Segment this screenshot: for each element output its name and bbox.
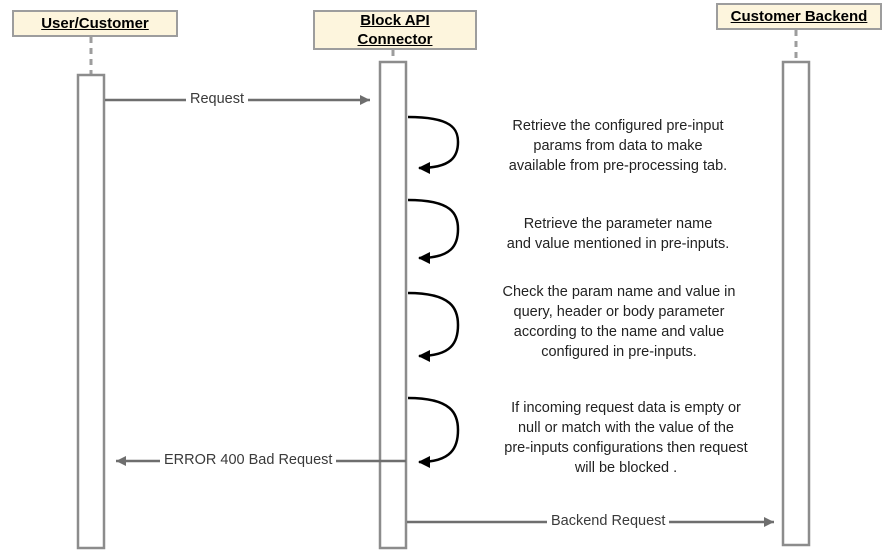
self-loop-check-param-name-value[interactable]	[407, 291, 460, 362]
lifeline-header-user[interactable]: User/Customer	[12, 10, 178, 37]
self-message-label-retrieve-preinput-params: Retrieve the configured pre-input params…	[508, 118, 728, 174]
activation-bar-group	[76, 60, 811, 550]
self-loop-retrieve-parameter-name[interactable]	[407, 198, 460, 264]
lifeline-title-backend: Customer Backend	[730, 8, 868, 25]
lifeline-header-backend[interactable]: Customer Backend	[716, 3, 882, 30]
message-label-request: Request	[186, 91, 249, 108]
lifeline-dash-group	[89, 30, 798, 76]
lifeline-title-user: User/Customer	[41, 15, 149, 32]
message-label-backend-request: Backend Request	[547, 513, 670, 530]
lifeline-header-connector[interactable]: Block API Connector	[313, 10, 477, 50]
self-loop-retrieve-preinput-params[interactable]	[407, 115, 460, 174]
self-message-label-check-param-name-value: Check the param name and value in query,…	[502, 284, 736, 360]
self-loop-block-request-condition[interactable]	[407, 396, 460, 468]
lifeline-title-connector: Block API Connector	[357, 12, 433, 48]
message-label-error-400-bad-request: ERROR 400 Bad Request	[160, 452, 337, 469]
self-message-loop-group	[407, 115, 460, 468]
activation-bar-user	[76, 73, 106, 550]
self-message-label-retrieve-parameter-name: Retrieve the parameter name and value me…	[506, 216, 730, 252]
self-message-label-block-request-condition: If incoming request data is empty or nul…	[504, 400, 748, 476]
activation-bar-connector	[378, 60, 408, 550]
activation-bar-backend	[781, 60, 811, 547]
